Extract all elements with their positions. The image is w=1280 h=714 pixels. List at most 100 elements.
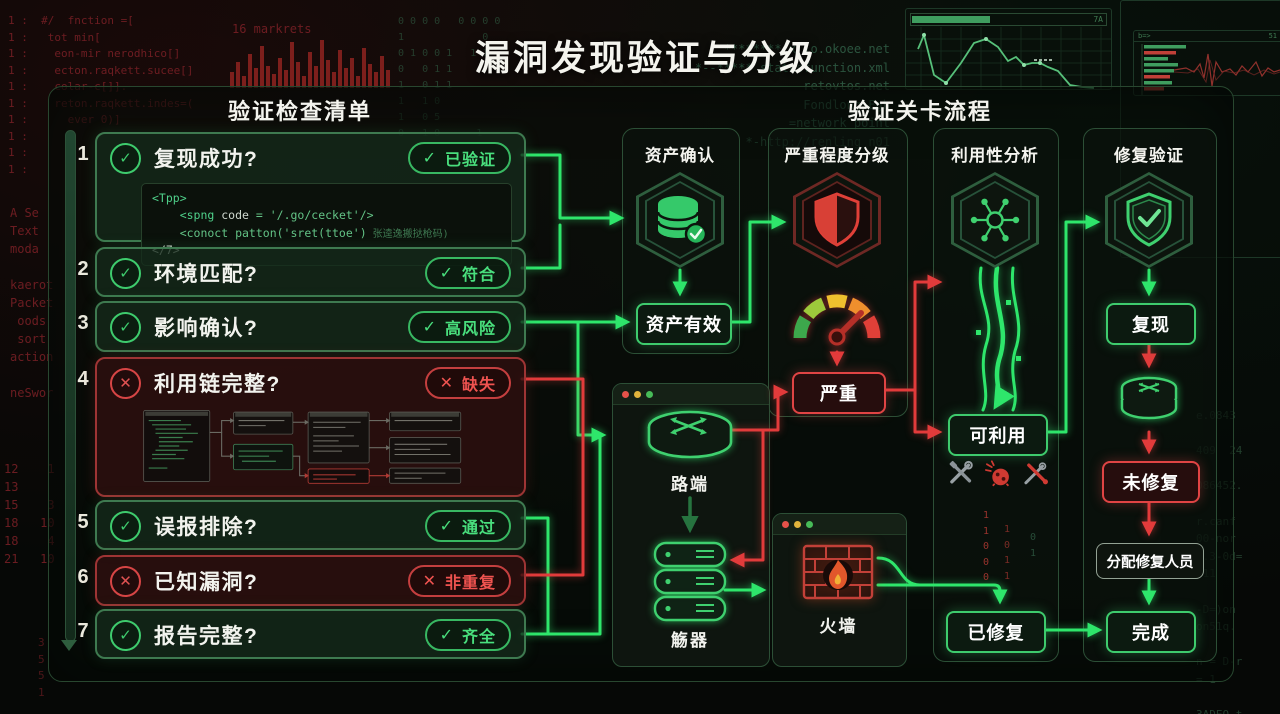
bg-barchart-label-right: 51 bbox=[1268, 32, 1277, 40]
bg-line-chart bbox=[906, 27, 1111, 89]
tools-row bbox=[946, 458, 1050, 488]
node-severe: 严重 bbox=[792, 372, 886, 414]
column-title: 资产确认 bbox=[645, 147, 715, 165]
bg-red-bars-sparkline bbox=[230, 40, 390, 88]
bg-progress-fill bbox=[912, 16, 990, 23]
x-circle-icon: ✕ bbox=[110, 565, 141, 597]
minimize-icon bbox=[794, 520, 801, 528]
check-icon: ✓ bbox=[422, 150, 437, 167]
close-icon bbox=[782, 520, 789, 528]
bg-bar-chart-panel: b=> 51 bbox=[1133, 30, 1280, 96]
status-badge: ✓ 齐全 bbox=[424, 619, 511, 651]
server-label: 觞器 bbox=[671, 631, 709, 650]
status-badge: ✓ 通过 bbox=[424, 510, 511, 542]
step-number: 6 bbox=[77, 566, 89, 588]
status-badge: ✕ 非重复 bbox=[407, 565, 511, 597]
asset-hexagon bbox=[636, 172, 724, 268]
close-icon bbox=[622, 390, 629, 398]
node-reproduce: 复现 bbox=[1106, 303, 1196, 345]
checklist-item-card: ✕ 已知漏洞? ✕ 非重复 bbox=[95, 555, 526, 606]
check-circle-icon: ✓ bbox=[110, 311, 141, 343]
x-icon: ✕ bbox=[422, 573, 437, 590]
checklist-item-label: 报告完整? bbox=[154, 625, 259, 648]
hammer-wrench-icon bbox=[949, 460, 973, 484]
step-number: 2 bbox=[77, 258, 89, 280]
checklist-item-card: ✓ 复现成功? ✓ 已验证 <Tpp> <spng code = '/.go/c… bbox=[95, 132, 526, 266]
exploitability-hexagon bbox=[951, 172, 1039, 268]
step-number: 3 bbox=[77, 312, 89, 334]
screwdriver-cross-icon bbox=[1024, 462, 1048, 485]
severity-hexagon bbox=[793, 172, 881, 268]
mini-flowchart bbox=[143, 409, 462, 484]
bg-progress-label: 7A bbox=[1093, 15, 1103, 24]
bg-line-chart-panel: 7A bbox=[905, 8, 1112, 90]
bg-progress-bar: 7A bbox=[910, 13, 1107, 26]
bg-left-column-numbers: 12 1 13 15 3 18 10 18 4 21 10 bbox=[4, 462, 55, 566]
bg-markets-label: 16 markrets bbox=[232, 22, 312, 36]
exploit-bug-icon bbox=[985, 460, 1010, 487]
checklist-item-label: 影响确认? bbox=[154, 317, 259, 340]
check-circle-icon: ✓ bbox=[110, 619, 141, 651]
step-number: 7 bbox=[77, 620, 89, 642]
server-stack-icon bbox=[653, 541, 727, 622]
shield-check-icon bbox=[1126, 192, 1172, 247]
maximize-icon bbox=[646, 390, 653, 398]
router-label: 路端 bbox=[671, 475, 709, 494]
check-icon: ✓ bbox=[439, 265, 454, 282]
shield-alert-icon bbox=[814, 192, 860, 247]
router-icon bbox=[647, 410, 733, 459]
page-title: 漏洞发现验证与分级 bbox=[474, 39, 817, 78]
checklist-header: 验证检查清单 bbox=[227, 99, 372, 124]
status-badge: ✓ 已验证 bbox=[407, 142, 511, 174]
remediation-hexagon bbox=[1105, 172, 1193, 268]
node-fixed: 已修复 bbox=[946, 611, 1046, 653]
check-circle-icon: ✓ bbox=[110, 257, 141, 289]
status-badge: ✓ 高风险 bbox=[407, 311, 511, 343]
node-complete: 完成 bbox=[1106, 611, 1196, 653]
check-icon: ✓ bbox=[422, 319, 437, 336]
binary-column: 1 0 1 1 bbox=[1004, 524, 1011, 582]
disk-router-icon bbox=[1120, 376, 1178, 420]
gauge-icon bbox=[793, 294, 881, 346]
checklist-item-label: 复现成功? bbox=[154, 148, 259, 171]
node-not-fixed: 未修复 bbox=[1102, 461, 1200, 503]
minimize-icon bbox=[634, 390, 641, 398]
bg-left-column-text: A Se Text moda kaerot Packet oods sort a… bbox=[10, 206, 54, 400]
checklist-item-label: 误报排除? bbox=[154, 516, 259, 539]
database-check-icon bbox=[656, 196, 708, 246]
check-circle-icon: ✓ bbox=[110, 510, 141, 542]
bg-bottom-left-digits: 3 5 5 1 bbox=[38, 636, 45, 699]
check-circle-icon: ✓ bbox=[110, 142, 141, 174]
checklist-item-card: ✓ 环境匹配? ✓ 符合 bbox=[95, 247, 526, 297]
flow-header: 验证关卡流程 bbox=[847, 99, 992, 124]
firewall-label: 火墙 bbox=[819, 617, 858, 636]
checklist-item-card: ✓ 误报排除? ✓ 通过 bbox=[95, 500, 526, 550]
binary-column: 0 1 bbox=[1030, 532, 1037, 559]
binary-column: 1 1 0 0 0 bbox=[983, 510, 990, 583]
x-icon: ✕ bbox=[439, 375, 454, 392]
checklist-item-label: 环境匹配? bbox=[154, 263, 259, 286]
column-title: 修复验证 bbox=[1114, 147, 1184, 165]
checklist-item-card: ✓ 报告完整? ✓ 齐全 bbox=[95, 609, 526, 659]
window-titlebar bbox=[773, 514, 906, 535]
step-number: 4 bbox=[77, 368, 89, 390]
node-asset-valid: 资产有效 bbox=[636, 303, 732, 345]
status-badge: ✓ 符合 bbox=[424, 257, 511, 289]
checklist-item-card: ✓ 影响确认? ✓ 高风险 bbox=[95, 301, 526, 352]
checklist-item-card: ✕ 利用链完整? ✕ 缺失 bbox=[95, 357, 526, 497]
node-assign-fixer: 分配修复人员 bbox=[1096, 543, 1204, 579]
firewall-flame-icon bbox=[802, 544, 874, 600]
check-icon: ✓ bbox=[439, 518, 454, 535]
step-number: 5 bbox=[77, 511, 89, 533]
step-number: 1 bbox=[77, 143, 89, 165]
maximize-icon bbox=[806, 520, 813, 528]
checklist-item-label: 已知漏洞? bbox=[154, 571, 259, 594]
network-nodes-icon bbox=[970, 198, 1020, 242]
check-icon: ✓ bbox=[439, 627, 454, 644]
column-title: 严重程度分级 bbox=[784, 147, 890, 165]
column-title: 利用性分析 bbox=[951, 147, 1039, 165]
bg-barchart-label-left: b=> bbox=[1138, 32, 1151, 40]
timeline-arrow-icon bbox=[61, 640, 77, 651]
status-badge: ✕ 缺失 bbox=[424, 367, 511, 399]
